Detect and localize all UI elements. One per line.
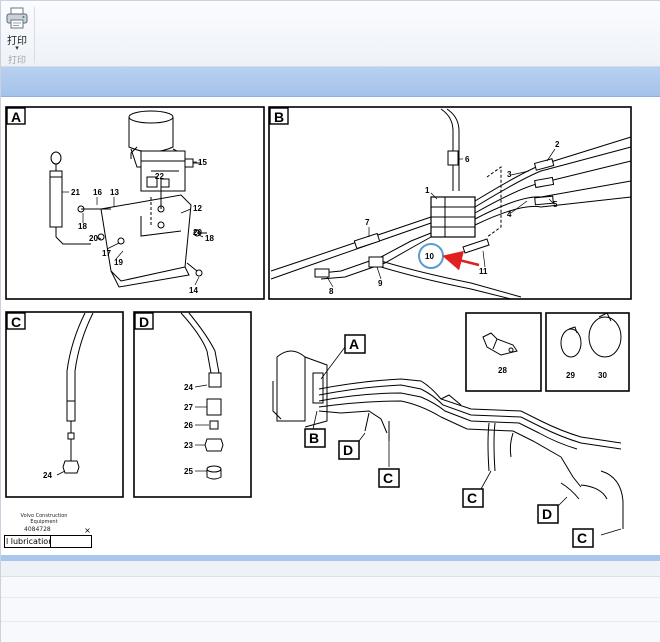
mounting-bracket-drawing — [77, 183, 207, 288]
overview-label-c1: C — [383, 470, 393, 486]
callout-6: 6 — [465, 155, 470, 164]
callout-20-left: 20 — [89, 234, 98, 243]
callout-11: 11 — [479, 267, 488, 276]
panel-b-label: B — [274, 109, 284, 125]
title-cell: l lubrication — [6, 536, 51, 547]
lower-panel-divider — [1, 621, 660, 622]
overview-label-c3: C — [577, 530, 587, 546]
callout-4: 4 — [507, 210, 512, 219]
print-button[interactable]: 打印 ▾ — [3, 7, 31, 53]
panel-b: B — [268, 106, 632, 300]
callout-15: 15 — [198, 158, 207, 167]
close-icon[interactable]: × — [84, 526, 91, 535]
callout-8: 8 — [329, 287, 334, 296]
panel-a: A — [5, 106, 265, 300]
chevron-down-icon[interactable]: ▾ — [15, 44, 19, 52]
callout-28: 28 — [498, 366, 507, 375]
print-button-label: 打印 — [7, 36, 27, 47]
document-footer-bar — [1, 555, 660, 561]
callout-18-left: 18 — [78, 222, 87, 231]
callout-24-c: 24 — [43, 471, 52, 480]
status-bar — [1, 561, 660, 577]
callout-22: 22 — [155, 172, 164, 181]
callout-9: 9 — [378, 279, 383, 288]
callout-10: 10 — [425, 252, 434, 261]
callout-24-d: 24 — [184, 383, 193, 392]
callout-21: 21 — [71, 188, 80, 197]
panel-d: D — [133, 311, 252, 498]
title-org-line1: Volvo Construction — [20, 513, 68, 519]
printer-icon — [6, 7, 28, 29]
callout-5: 5 — [553, 200, 558, 209]
overview-label-c2: C — [467, 490, 477, 506]
callout-23: 23 — [184, 441, 193, 450]
overview-label-d2: D — [542, 506, 552, 522]
grease-gun-drawing — [49, 151, 91, 245]
panel-d-label: D — [139, 314, 149, 330]
callout-27: 27 — [184, 403, 193, 412]
detail-29-30: 29 30 — [545, 312, 630, 392]
panel-a-label: A — [11, 109, 21, 125]
ribbon-toolbar: 打印 ▾ 打印 — [1, 1, 660, 67]
callout-13: 13 — [110, 188, 119, 197]
callout-1: 1 — [425, 186, 430, 195]
lower-panel — [1, 577, 660, 642]
callout-20-right: 20 — [193, 228, 202, 237]
panel-c: C 24 — [5, 311, 124, 498]
callout-12: 12 — [193, 204, 202, 213]
drawing-number: 4084728 — [24, 526, 51, 533]
callout-26: 26 — [184, 421, 193, 430]
overview-label-a: A — [349, 336, 359, 352]
ribbon-group-label: 打印 — [7, 56, 26, 66]
overview-drawing: A B D C C D C — [272, 334, 624, 548]
callout-19: 19 — [114, 258, 123, 267]
drawing-canvas[interactable]: A — [1, 97, 660, 555]
overview-label-boxes: A B D C C D C — [304, 334, 594, 548]
callout-25: 25 — [184, 467, 193, 476]
title-org: Volvo Construction Equipment — [4, 513, 84, 525]
callout-16: 16 — [93, 188, 102, 197]
callout-3: 3 — [507, 170, 512, 179]
lower-panel-divider — [1, 597, 660, 598]
document-header-bar — [1, 67, 660, 97]
title-row: l lubrication — [4, 535, 92, 548]
drawing-title-block: Volvo Construction Equipment 4084728 × l… — [4, 513, 92, 549]
lube-pump-drawing — [128, 110, 201, 192]
callout-7: 7 — [365, 218, 370, 227]
callout-17: 17 — [102, 249, 111, 258]
overview-label-b: B — [309, 430, 319, 446]
callout-18-right: 18 — [205, 234, 214, 243]
highlight-arrow — [442, 250, 480, 271]
callout-29: 29 — [566, 371, 575, 380]
callout-30: 30 — [598, 371, 607, 380]
ribbon-group-separator — [34, 7, 35, 63]
callout-14: 14 — [189, 286, 198, 295]
panel-c-label: C — [11, 314, 21, 330]
overview-label-d1: D — [343, 442, 353, 458]
detail-28: 28 — [465, 312, 542, 392]
parts-diagram: A — [5, 106, 632, 548]
title-org-line2: Equipment — [30, 519, 58, 525]
callout-2: 2 — [555, 140, 560, 149]
